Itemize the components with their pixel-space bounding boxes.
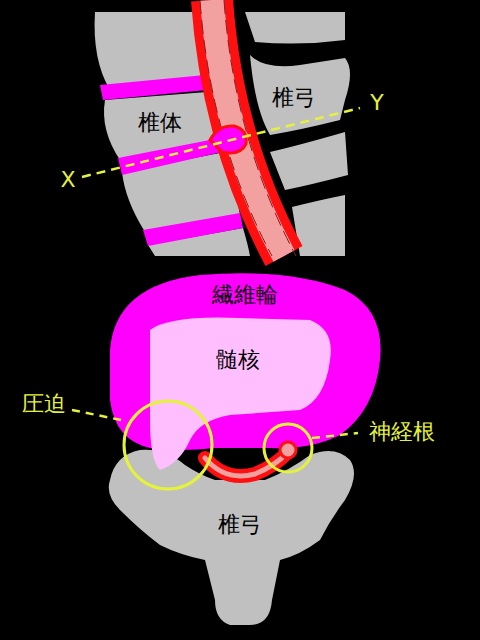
annulus-fibrosus: 繊維輪髄核: [105, 265, 385, 455]
vertebral-arch: 椎弓: [262, 80, 326, 116]
disc: [118, 138, 222, 175]
nucleus-pulposus-shape: [135, 305, 335, 475]
part-label: 椎弓: [218, 512, 262, 538]
section-end-label: X: [60, 167, 75, 193]
callout-label: 圧迫: [22, 391, 66, 417]
nerve-root-end: [280, 442, 296, 458]
vertebral-body: 椎体: [128, 105, 192, 141]
nucleus-pulposus-outline: [150, 318, 331, 471]
cord-line: [200, 0, 272, 256]
vertebral-arch: [250, 55, 350, 135]
part-label: 髄核: [216, 347, 260, 373]
vertebral-arch: [270, 132, 348, 190]
part-label: 椎弓: [272, 85, 316, 111]
vertebral-lamina-outline: [109, 450, 354, 625]
nerve-root: [205, 452, 288, 476]
nerve-root: [205, 452, 288, 476]
disc: [100, 75, 207, 100]
section-end-label: Y: [370, 90, 383, 116]
disc: [143, 213, 243, 246]
part-label: 繊維輪: [212, 282, 278, 308]
vertebral-arch: [245, 12, 345, 44]
part-label: 椎体: [138, 110, 182, 136]
callout-label: 神経根: [369, 419, 435, 445]
section-line: [82, 108, 360, 177]
nucleus-pulposus: 髄核: [135, 305, 335, 475]
